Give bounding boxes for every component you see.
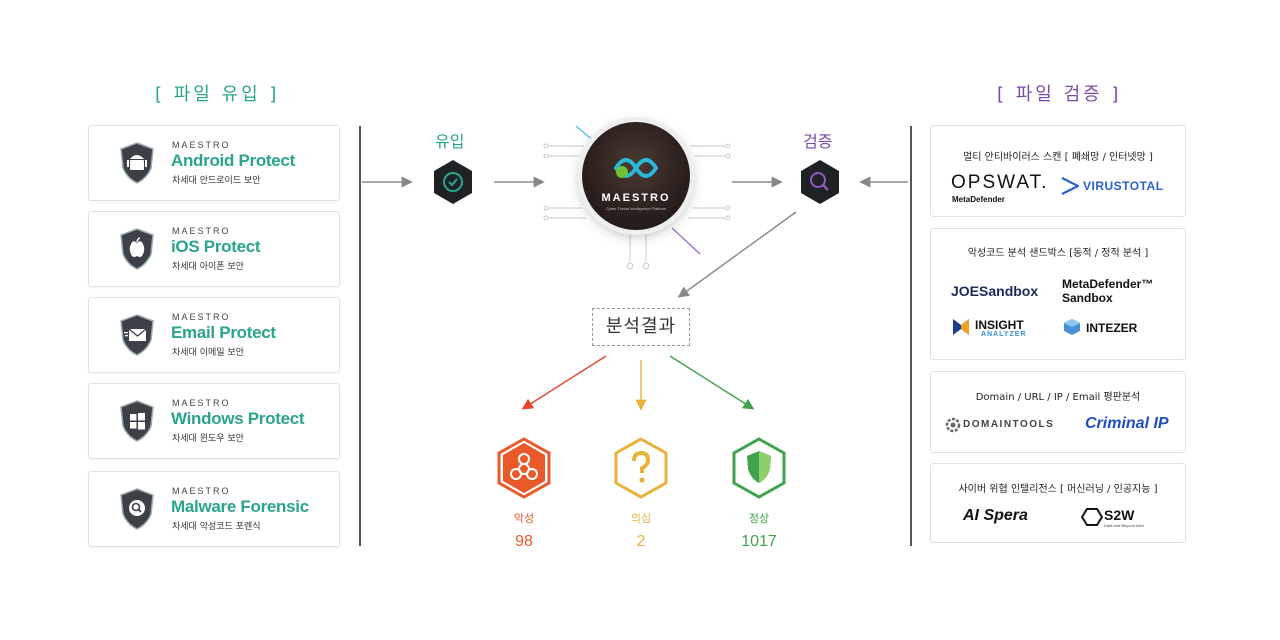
product-desc: 차세대 안드로이드 보안 (172, 176, 261, 186)
maestro-logo-name: MAESTRO (601, 192, 671, 204)
product-card-android[interactable]: MAESTRO Android Protect 차세대 안드로이드 보안 (88, 125, 340, 201)
metadefender-sandbox-logo-sub: Sandbox (1062, 291, 1113, 305)
section-title-inflow: [ 파일 유입 ] (155, 84, 280, 105)
insight-logo: INSIGHT (975, 318, 1024, 332)
product-brand: MAESTRO (172, 486, 231, 496)
divider-left (359, 126, 361, 546)
opswat-logo: OPSWAT. (951, 172, 1049, 193)
divider-right (910, 126, 912, 546)
product-card-forensic[interactable]: MAESTRO Malware Forensic 차세대 악성코드 포렌식 (88, 471, 340, 547)
metadefender-sandbox-logo: MetaDefender™ (1062, 277, 1154, 291)
verify-card-intelligence[interactable]: 사이버 위협 인텔리전스 [ 머신러닝 / 인공지능 ] AI Spera S2… (930, 463, 1186, 543)
product-desc: 차세대 윈도우 보안 (172, 434, 244, 444)
product-desc: 차세대 악성코드 포렌식 (172, 522, 261, 532)
verify-card-sandbox[interactable]: 악성코드 분석 샌드박스 [동적 / 정적 분석 ] JOESandbox Me… (930, 228, 1186, 360)
product-name: Android Protect (171, 151, 295, 170)
android-icon (120, 142, 154, 184)
product-name: Malware Forensic (171, 497, 309, 516)
metadefender-logo-sub: MetaDefender (952, 195, 1005, 204)
product-brand: MAESTRO (172, 398, 231, 408)
verify-card-title: 악성코드 분석 샌드박스 [동적 / 정적 분석 ] (967, 248, 1149, 259)
section-title-verify: [ 파일 검증 ] (997, 84, 1122, 105)
product-name: Windows Protect (171, 409, 305, 428)
result-label-suspicious: 의심 (630, 512, 652, 525)
domaintools-logo: DOMAINTOOLS (963, 419, 1055, 430)
check-icon (434, 160, 472, 204)
flow-label-verify: 검증 (803, 132, 833, 151)
maestro-logo: MAESTRO Cyber Threat Intelligence Platfo… (582, 122, 690, 230)
apple-icon (120, 228, 154, 270)
s2w-tagline: Data and Beyond Intel (1104, 523, 1144, 528)
product-brand: MAESTRO (172, 140, 231, 150)
product-brand: MAESTRO (172, 226, 231, 236)
result-count-suspicious: 2 (636, 533, 646, 550)
verify-card-reputation[interactable]: Domain / URL / IP / Email 평판분석 DOMAINTOO… (930, 371, 1186, 453)
product-name: Email Protect (171, 323, 276, 342)
product-brand: MAESTRO (172, 312, 231, 322)
insight-analyzer-logo: ANALYZER (981, 331, 1027, 338)
virustotal-logo: VIRUSTOTAL (1083, 179, 1164, 193)
product-name: iOS Protect (171, 237, 261, 256)
magnifier-icon (801, 160, 839, 204)
product-desc: 차세대 아이폰 보안 (172, 262, 244, 272)
aispera-logo: AI Spera (963, 507, 1028, 524)
intezer-logo: INTEZER (1086, 321, 1138, 335)
search-icon (120, 488, 154, 530)
windows-icon (120, 400, 154, 442)
product-card-ios[interactable]: MAESTRO iOS Protect 차세대 아이폰 보안 (88, 211, 340, 287)
s2w-logo: S2W (1104, 507, 1135, 523)
verify-card-title: 사이버 위협 인텔리전스 [ 머신러닝 / 인공지능 ] (958, 484, 1158, 495)
result-label-malicious: 악성 (513, 512, 535, 525)
verify-card-antivirus[interactable]: 멀티 안티바이러스 스캔 [ 폐쇄망 / 인터넷망 ] OPSWAT. Meta… (930, 125, 1186, 217)
result-count-malicious: 98 (515, 533, 533, 550)
virustotal-icon (1061, 177, 1079, 195)
question-icon (614, 437, 668, 499)
insight-icon (953, 319, 969, 335)
verify-card-title: 멀티 안티바이러스 스캔 [ 폐쇄망 / 인터넷망 ] (963, 152, 1153, 163)
email-icon (120, 314, 154, 356)
joesandbox-logo: JOESandbox (951, 283, 1039, 299)
verify-card-title: Domain / URL / IP / Email 평판분석 (975, 392, 1141, 403)
domaintools-icon (945, 417, 961, 433)
biohazard-icon (497, 437, 551, 499)
result-label-normal: 정상 (748, 512, 770, 525)
s2w-icon (1081, 508, 1103, 526)
product-card-email[interactable]: MAESTRO Email Protect 차세대 이메일 보안 (88, 297, 340, 373)
result-count-normal: 1017 (741, 533, 777, 550)
intezer-icon (1064, 319, 1080, 335)
analysis-result-box: 분석결과 (592, 308, 690, 346)
product-desc: 차세대 이메일 보안 (172, 348, 244, 358)
product-card-windows[interactable]: MAESTRO Windows Protect 차세대 윈도우 보안 (88, 383, 340, 459)
maestro-logo-tagline: Cyber Threat Intelligence Platform (605, 206, 667, 211)
maestro-mark-icon (613, 158, 659, 178)
flow-label-inflow: 유입 (435, 132, 465, 151)
criminalip-logo: Criminal IP (1085, 415, 1169, 432)
shield-check-icon (732, 437, 786, 499)
